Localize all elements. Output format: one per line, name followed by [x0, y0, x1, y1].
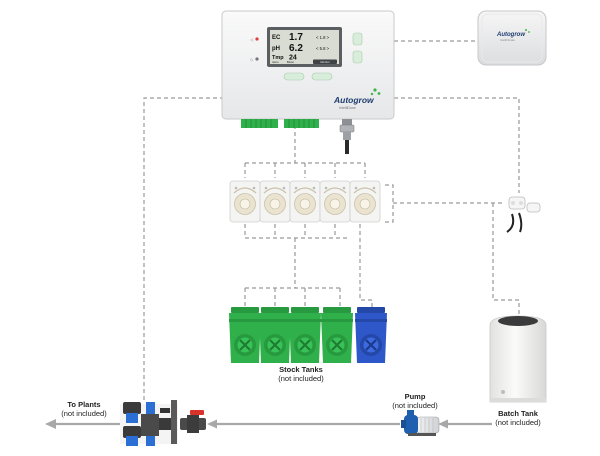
to-plants-note: (not included) [61, 409, 107, 418]
stock-tanks-label: Stock Tanks (not included) [258, 365, 344, 383]
screen-ph-hint: < 5.8 > [316, 46, 330, 51]
screen-ec-hint: < 1.8 > [316, 35, 330, 40]
batch-tank-note: (not included) [495, 418, 541, 427]
batch-tank-label: Batch Tank (not included) [478, 409, 558, 427]
flow-batch-to-pump-head [438, 419, 448, 429]
batch-tank-title: Batch Tank [498, 409, 538, 418]
valve-manifold [120, 400, 178, 446]
button-right [311, 72, 333, 81]
wiring-lines [143, 40, 520, 400]
controller-brand: Autogrow [333, 95, 375, 105]
dosing-pump [349, 180, 381, 223]
hub-leaf-icon [525, 29, 530, 33]
flow-arrows [45, 419, 492, 429]
to-plants-label: To Plants (not included) [48, 400, 120, 418]
wire-sensor-to-batch [492, 203, 520, 318]
stock-tank-blue [355, 307, 387, 363]
screen-temp-value: 24 [289, 55, 297, 62]
screen-temp-label: Tmp [272, 55, 284, 61]
stock-tank-green [321, 307, 353, 363]
button-left [283, 72, 305, 81]
cable-gland [339, 119, 355, 154]
pump-label: Pump (not included) [380, 392, 450, 410]
batch-tank [489, 315, 547, 403]
status-led-red [255, 37, 259, 41]
flow-pump-to-valves-head [207, 419, 217, 429]
screen-ec-label: EC [272, 35, 281, 41]
wire-controller-right-to-batch [394, 97, 520, 193]
stock-tanks-title: Stock Tanks [279, 365, 323, 374]
water-pump [401, 410, 440, 436]
svg-text:◇: ◇ [250, 57, 254, 62]
stock-tanks-note: (not included) [278, 374, 324, 383]
wire-pumps-bottom-bus [244, 224, 350, 239]
stock-tank-green [289, 307, 321, 363]
hub-brand: Autogrow [496, 32, 525, 38]
pump-title: Pump [404, 392, 426, 401]
screen-boost-text: Boost [287, 60, 294, 64]
flow-to-plants-head [45, 419, 56, 429]
button-up [352, 32, 363, 46]
svg-text:◁: ◁ [250, 37, 254, 42]
climate-hub-device: Autogrow IntelliClimate [477, 10, 547, 66]
sensor-probes-icon [506, 196, 541, 233]
screen-bezel: EC 1.7 < 1.8 > pH 6.2 < 5.8 > Tmp 24 men… [267, 27, 342, 67]
controller-subbrand: IntelliDose [339, 106, 356, 110]
hub-subbrand: IntelliClimate [500, 38, 515, 42]
dosing-pump [259, 180, 291, 223]
status-led-gray [255, 57, 259, 61]
wire-pumps-to-sensor [385, 184, 505, 223]
button-down [352, 50, 363, 64]
wire-pumps-to-tanks [244, 238, 341, 306]
stock-tanks [229, 307, 387, 363]
screen-menu-text: menu [272, 61, 279, 64]
dosing-pump [319, 180, 351, 223]
ball-valve [180, 410, 206, 433]
screen-ph-label: pH [272, 46, 280, 52]
controller-buttons: ◁ ◇ [250, 32, 363, 81]
to-plants-title: To Plants [67, 400, 101, 409]
dosing-controller: EC 1.7 < 1.8 > pH 6.2 < 5.8 > Tmp 24 men… [221, 10, 395, 154]
terminal-blocks [241, 119, 319, 128]
wire-pumps-top-bus [244, 162, 366, 178]
wire-controller-left-to-valves [143, 97, 224, 400]
stock-tank-green [259, 307, 291, 363]
screen-ec-value: 1.7 [289, 32, 303, 43]
screen-ph-value: 6.2 [289, 43, 303, 54]
dosing-pump [289, 180, 321, 223]
screen-monitor-text: Monitor [320, 60, 329, 64]
brand-leaf-icon [370, 88, 381, 96]
dosing-pump [229, 180, 261, 223]
stock-tank-green [229, 307, 261, 363]
dosing-pumps [229, 180, 381, 223]
wire-pump5-to-blue-tank [359, 224, 373, 310]
pump-note: (not included) [392, 401, 438, 410]
